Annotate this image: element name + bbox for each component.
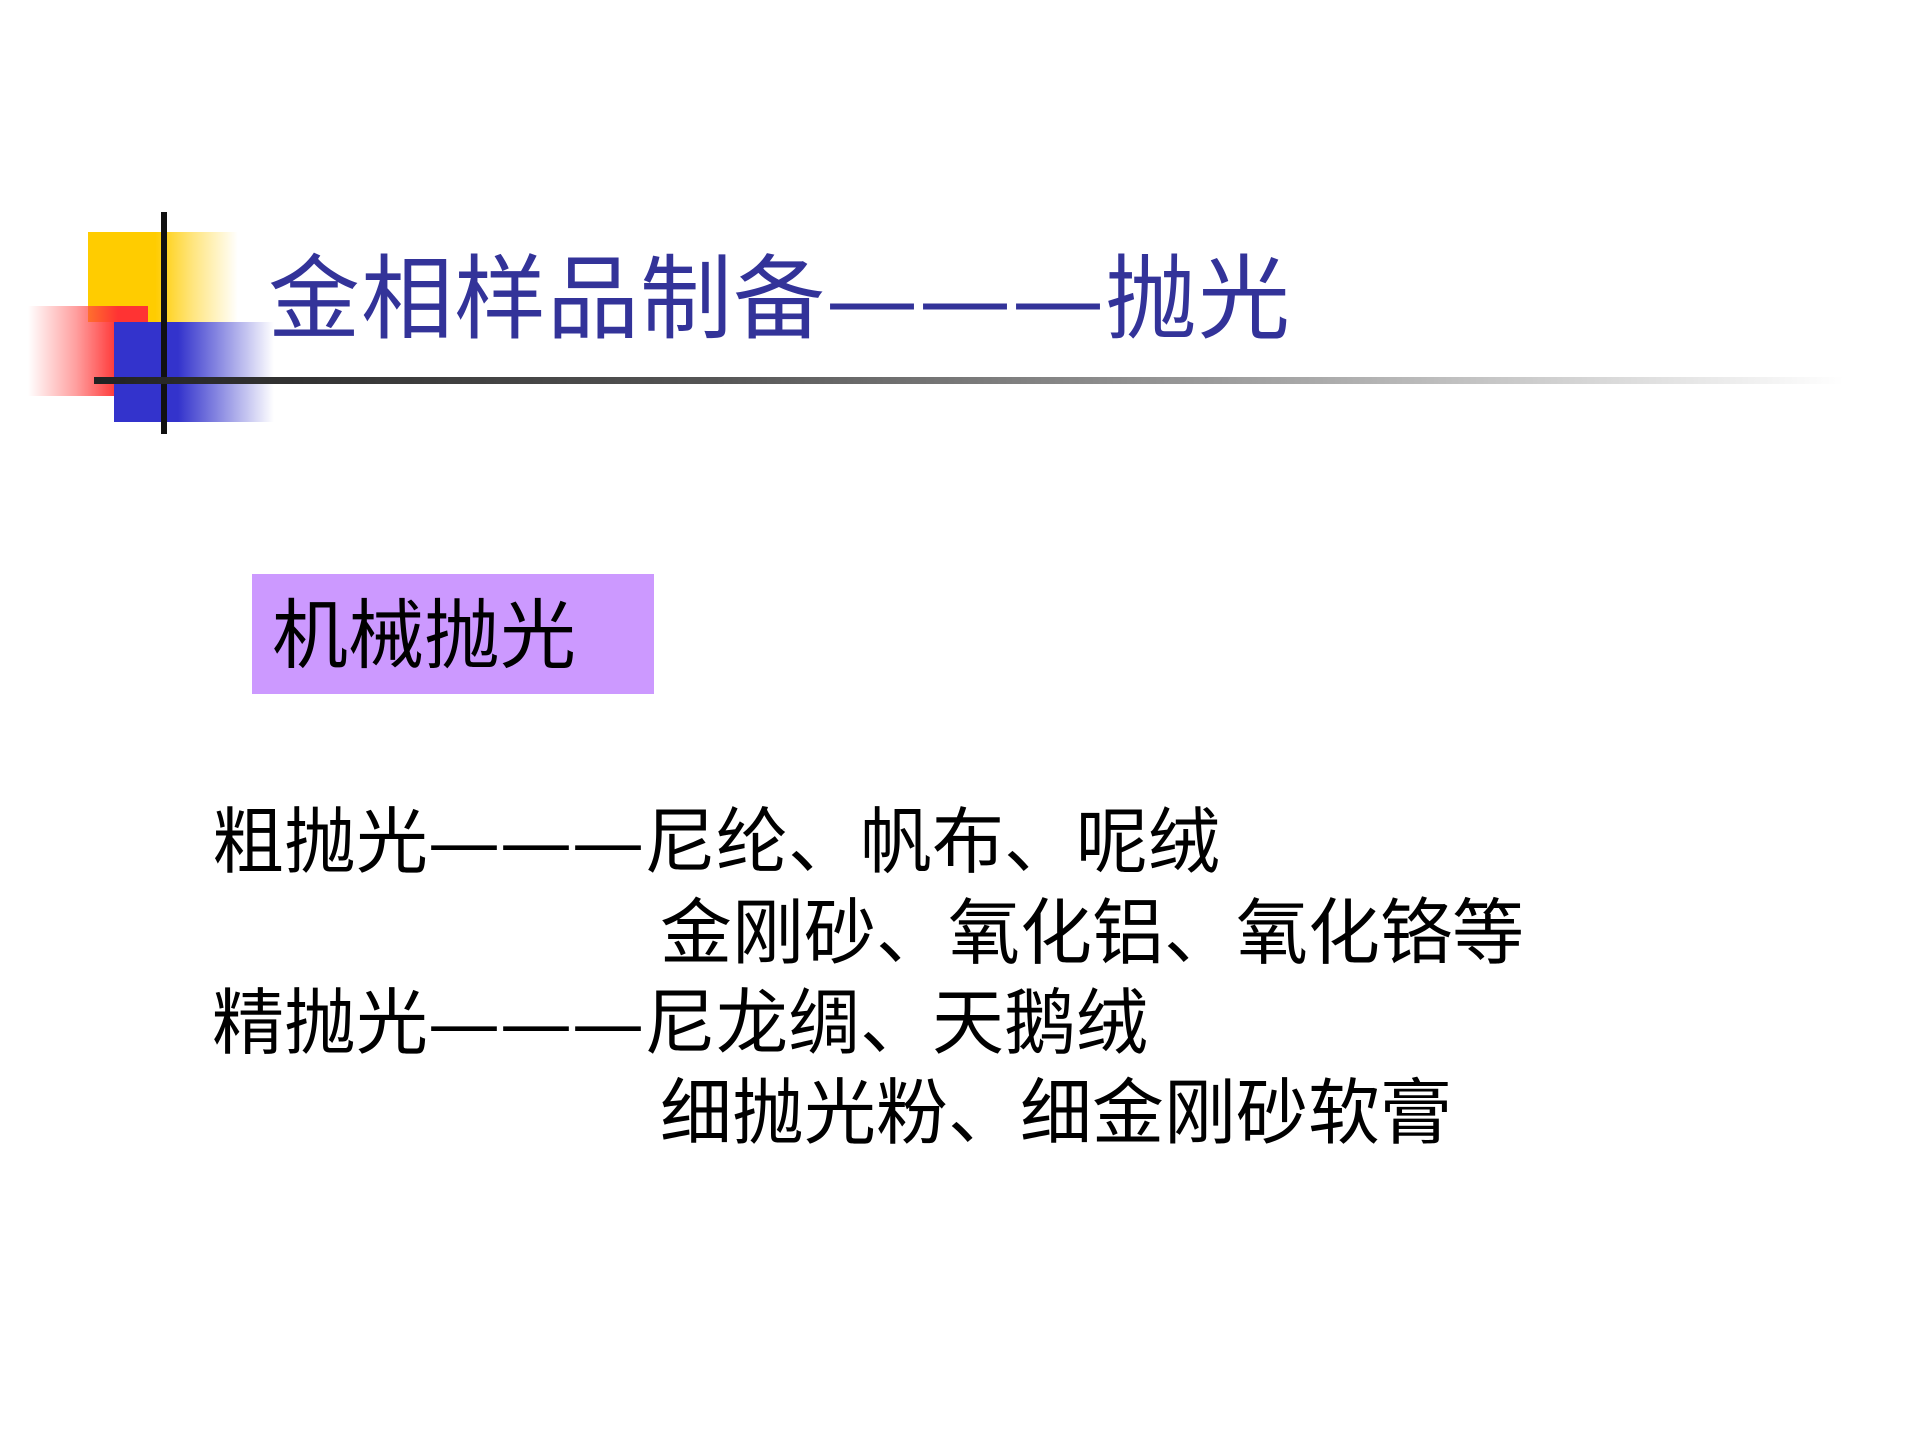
title-underline xyxy=(94,377,1844,384)
decorative-blue-square xyxy=(114,322,274,422)
decorative-vertical-line xyxy=(161,212,167,434)
body-line-fine-abrasives: 细抛光粉、细金刚砂软膏 xyxy=(660,1071,1453,1155)
section-label-background xyxy=(252,574,654,694)
slide-title: 金相样品制备———抛光 xyxy=(268,246,1292,353)
body-line-rough-abrasives: 金刚砂、氧化铝、氧化铬等 xyxy=(660,891,1525,975)
body-line-fine-polishing: 精抛光———尼龙绸、天鹅绒 xyxy=(212,981,1149,1065)
body-line-rough-polishing: 粗抛光———尼纶、帆布、呢绒 xyxy=(212,800,1221,884)
section-label: 机械抛光 xyxy=(272,591,576,680)
